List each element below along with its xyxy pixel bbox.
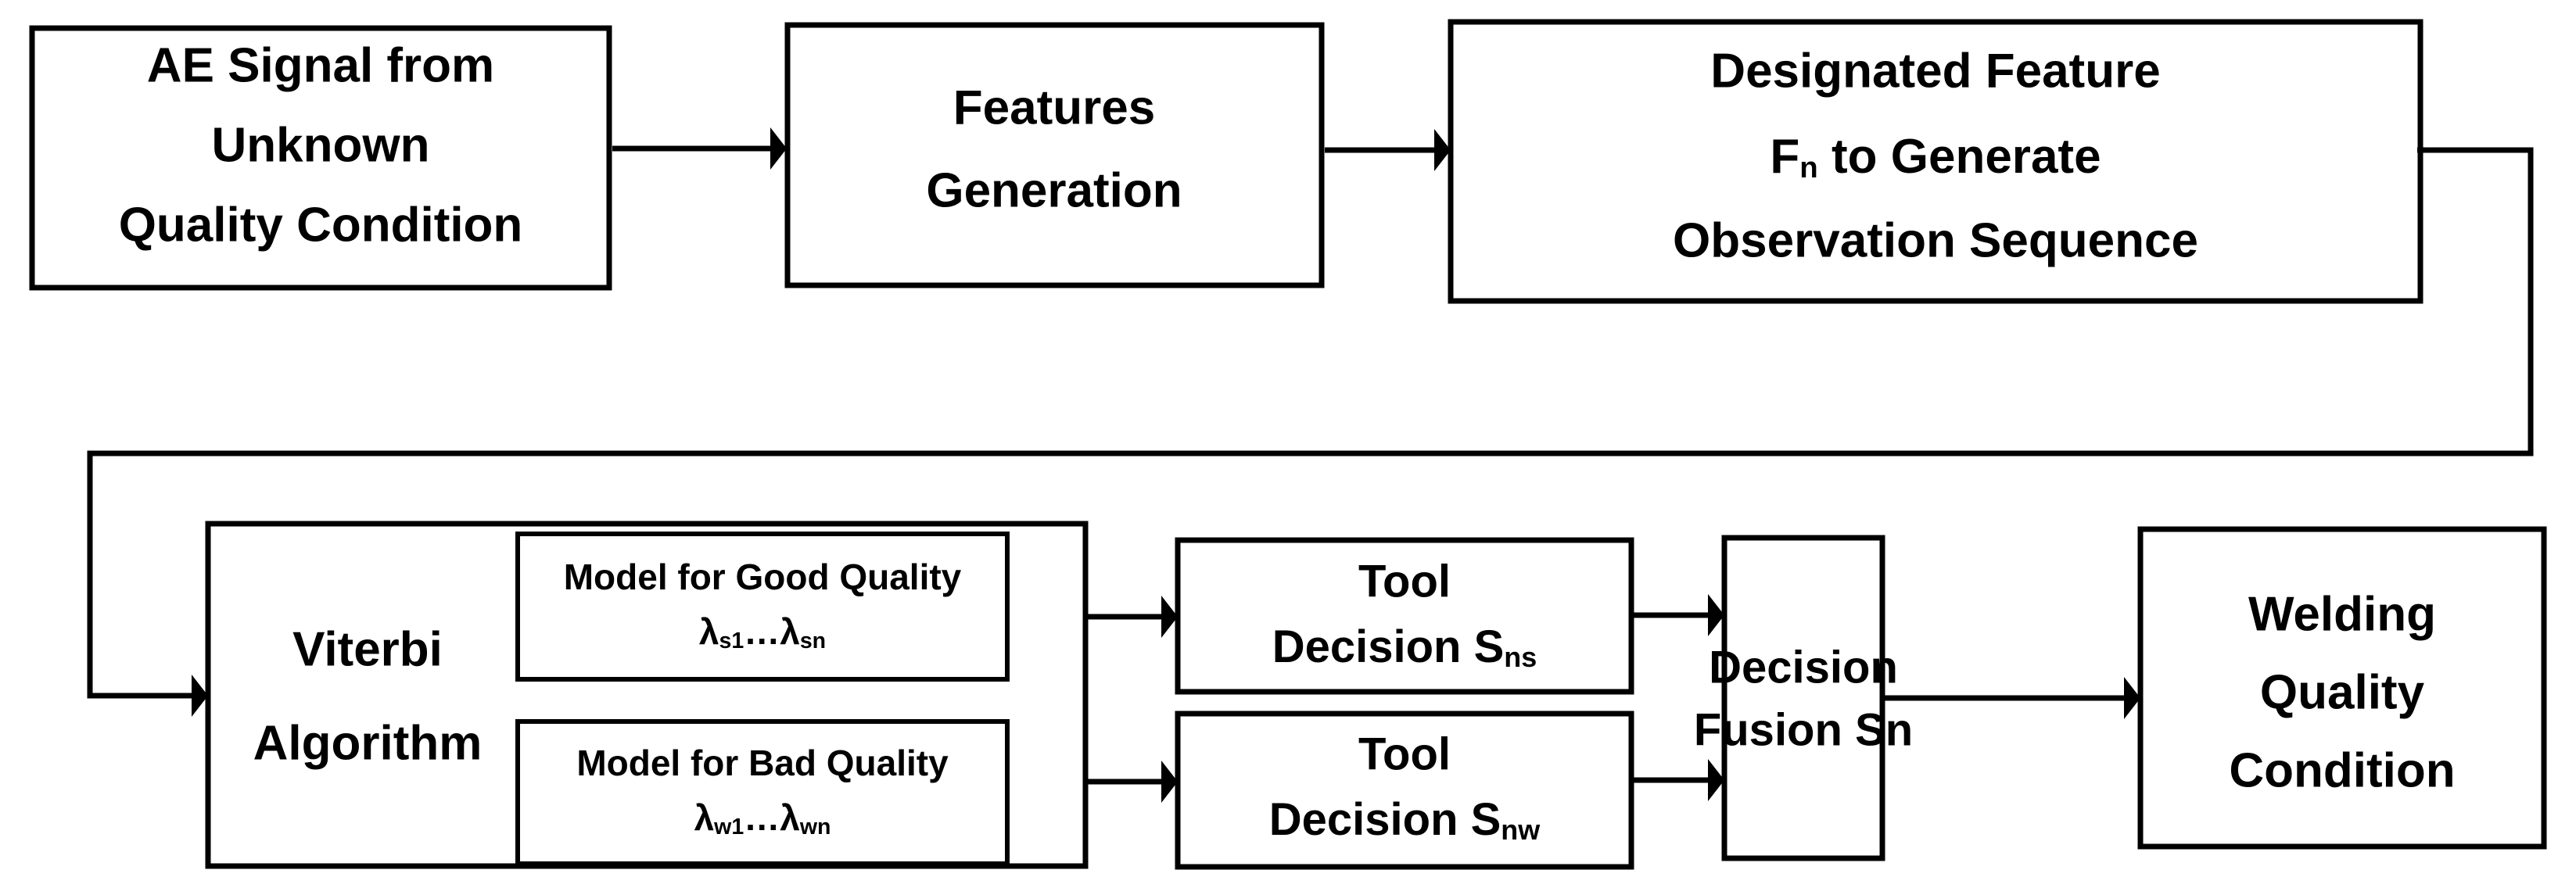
connector-viterbi-to-tool-decision-good [1085, 596, 1178, 638]
arrowhead-icon [1161, 761, 1178, 803]
model-bad-quality-lambdas: λw1…λwn [694, 797, 831, 840]
lambda-symbol-last: λ [780, 611, 800, 652]
tool-decision-good-line-2: Decision Sns [1272, 621, 1537, 673]
welding-quality-condition-box[interactable] [2137, 526, 2547, 850]
model-good-quality-lambdas: λs1…λsn [699, 611, 826, 653]
node-model-bad-quality[interactable]: Model for Bad Quality λw1…λwn [515, 719, 1010, 866]
lambda-subscript-last: sn [800, 628, 826, 653]
arrowhead-icon [192, 675, 208, 717]
model-bad-quality-box[interactable] [515, 719, 1010, 866]
designated-feature-to-generate: to Generate [1818, 130, 2101, 184]
connector-features-to-designated-feature [1325, 129, 1451, 171]
node-features-generation[interactable]: Features Generation [784, 22, 1325, 288]
designated-feature-box[interactable] [1448, 19, 2424, 304]
node-designated-feature[interactable]: Designated Feature Fn to Generate Observ… [1448, 19, 2424, 304]
ae-signal-line-2: Unknown [212, 118, 430, 172]
arrowhead-icon [1708, 594, 1724, 636]
tool-decision-bad-line-1: Tool [1358, 729, 1451, 779]
lambda-subscript-first: w1 [713, 814, 744, 840]
lambda-symbol-last: λ [780, 797, 800, 838]
arrowhead-icon [1161, 596, 1178, 638]
node-viterbi-algorithm[interactable]: Viterbi Algorithm Model for Good Quality… [205, 521, 1089, 869]
node-decision-fusion[interactable]: Decision Fusion Sn [1694, 535, 1913, 861]
viterbi-line-2: Algorithm [253, 716, 483, 770]
ae-signal-box[interactable] [29, 25, 612, 291]
arrowhead-icon [1434, 129, 1451, 171]
decision-fusion-line-2: Fusion Sn [1694, 704, 1913, 755]
lambda-symbol-first: λ [699, 611, 719, 652]
model-good-quality-box[interactable] [515, 532, 1010, 682]
decision-fusion-box[interactable] [1721, 535, 1885, 861]
tool-decision-good-text: Decision S [1272, 621, 1505, 672]
node-model-good-quality[interactable]: Model for Good Quality λs1…λsn [515, 532, 1010, 682]
lambda-subscript-first: s1 [719, 628, 744, 653]
connector-path [87, 147, 2534, 699]
tool-decision-bad-line-2: Decision Snw [1269, 794, 1541, 846]
tool-decision-bad-subscript: nw [1501, 814, 1541, 846]
designated-feature-n-subscript: n [1799, 151, 1817, 184]
node-ae-signal[interactable]: AE Signal from Unknown Quality Condition [29, 25, 612, 291]
decision-fusion-line-1: Decision [1709, 642, 1898, 693]
connector-fusion-to-welding-quality [1882, 677, 2140, 719]
arrowhead-icon [2124, 677, 2140, 719]
lambda-symbol-first: λ [694, 797, 715, 838]
features-generation-line-1: Features [953, 81, 1155, 134]
node-tool-decision-bad[interactable]: Tool Decision Snw [1175, 711, 1634, 870]
arrowhead-icon [770, 127, 787, 170]
model-bad-quality-label: Model for Bad Quality [576, 743, 949, 783]
connector-designated-feature-to-viterbi [87, 147, 2534, 717]
designated-feature-f-symbol: F [1770, 130, 1799, 184]
connector-tool-decision-bad-to-fusion [1631, 759, 1724, 801]
tool-decision-bad-text: Decision S [1269, 794, 1501, 845]
welding-quality-line-2: Quality [2260, 665, 2425, 719]
ae-signal-line-1: AE Signal from [147, 38, 494, 92]
lambda-ellipsis: … [744, 797, 780, 838]
tool-decision-good-box[interactable] [1175, 537, 1634, 695]
connector-viterbi-to-tool-decision-bad [1085, 761, 1178, 803]
tool-decision-good-subscript: ns [1504, 641, 1537, 673]
welding-quality-line-3: Condition [2229, 743, 2455, 797]
features-generation-line-2: Generation [926, 163, 1182, 217]
model-good-quality-label: Model for Good Quality [564, 557, 962, 597]
arrowhead-icon [1708, 759, 1724, 801]
viterbi-line-1: Viterbi [292, 622, 443, 676]
welding-quality-line-1: Welding [2248, 587, 2436, 641]
lambda-ellipsis: … [744, 611, 780, 652]
connector-ae-signal-to-features [612, 127, 787, 170]
tool-decision-good-line-1: Tool [1358, 556, 1451, 607]
designated-feature-line-3: Observation Sequence [1673, 213, 2198, 267]
tool-decision-bad-box[interactable] [1175, 711, 1634, 870]
lambda-subscript-last: wn [799, 814, 831, 840]
node-welding-quality-condition[interactable]: Welding Quality Condition [2137, 526, 2547, 850]
node-tool-decision-good[interactable]: Tool Decision Sns [1175, 537, 1634, 695]
features-generation-box[interactable] [784, 22, 1325, 288]
connector-tool-decision-good-to-fusion [1631, 594, 1724, 636]
designated-feature-line-1: Designated Feature [1710, 44, 2160, 98]
designated-feature-line-2: Fn to Generate [1770, 130, 2101, 184]
ae-signal-line-3: Quality Condition [119, 198, 523, 252]
